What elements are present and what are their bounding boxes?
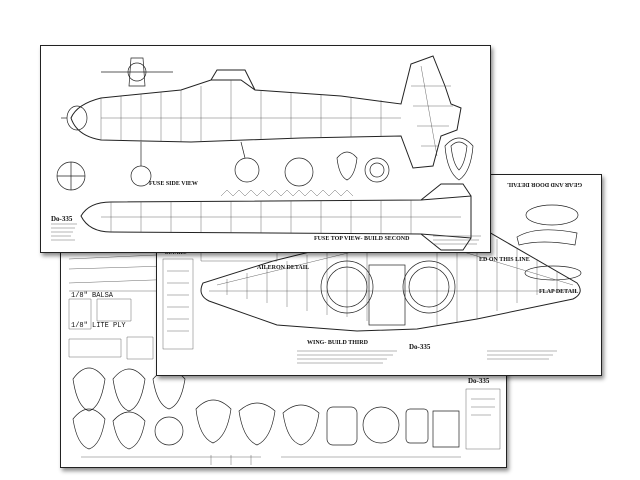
fuselage-sheet: FUSE SIDE VIEW FUSE TOP VIEW- BUILD SECO… [40,45,491,253]
aileron-detail-label: AILERON DETAIL [257,265,310,271]
parts-title: Do-335 [468,377,490,385]
fuse-top-view-label: FUSE TOP VIEW- BUILD SECOND [314,236,410,242]
fuselage-title: Do-335 [51,215,73,223]
fuse-side-view-label: FUSE SIDE VIEW [149,181,198,187]
gear-door-detail-label: GEAR AND DOOR DETAIL [507,181,583,187]
wing-title: Do-335 [409,343,431,351]
wing-build-label: WING- BUILD THIRD [307,340,368,346]
details-label: DETAILS [165,251,187,256]
ply-label: 1/8" LITE PLY [71,322,126,330]
fuselage-drawing [51,55,481,251]
balsa-label: 1/8" BALSA [71,292,114,300]
parts-drawing [68,252,501,465]
flap-detail-label: FLAP DETAIL [539,289,579,295]
cut-line-label: ED ON THIS LINE [479,257,530,263]
